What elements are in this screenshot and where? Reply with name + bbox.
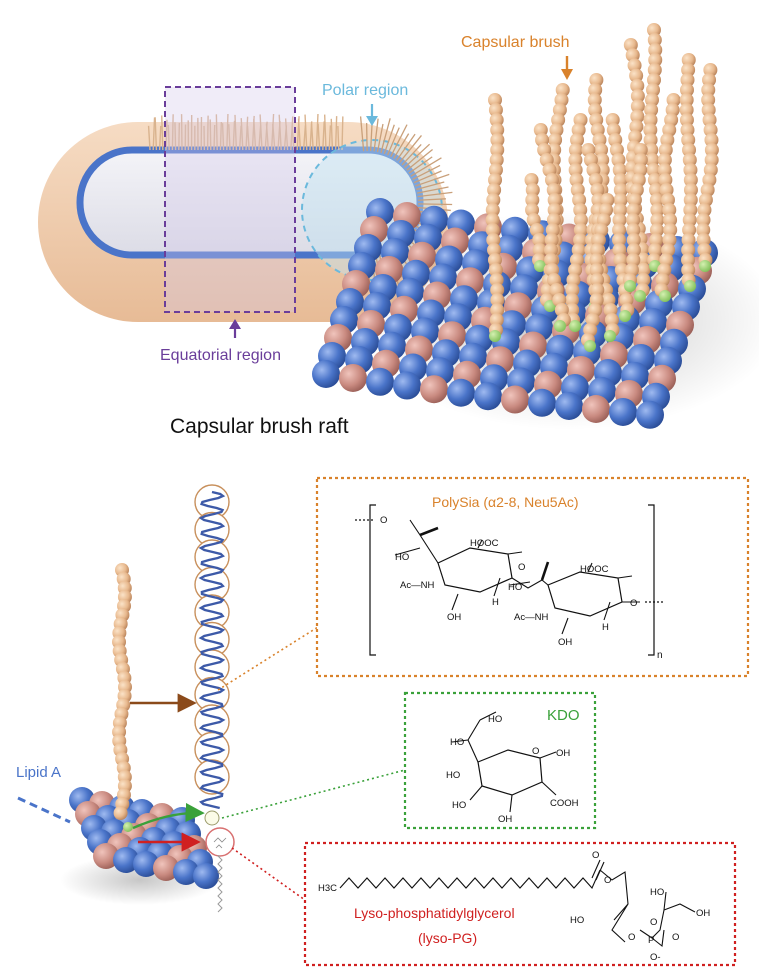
atom-h-2: H bbox=[602, 622, 609, 633]
connector-lysopg bbox=[231, 847, 306, 901]
atom-acnh-1: Ac—NH bbox=[400, 580, 434, 591]
svg-text:O: O bbox=[380, 515, 387, 526]
polysia-title: PolySia (α2-8, Neu5Ac) bbox=[432, 494, 579, 510]
lipid-tail bbox=[216, 855, 223, 913]
kdo-atom-cooh: COOH bbox=[550, 798, 579, 809]
pg-atom-ho-1: HO bbox=[570, 915, 584, 926]
pg-atom-ho-2: HO bbox=[650, 887, 664, 898]
pg-atom-o-3: O bbox=[650, 917, 657, 928]
brush-arrowhead bbox=[561, 69, 573, 80]
pg-atom-p: P bbox=[648, 935, 654, 946]
lyso-pg-glyph bbox=[213, 837, 227, 849]
polar-arrowhead bbox=[366, 116, 378, 126]
arrow-to-kdo bbox=[132, 802, 205, 830]
polysia-n-subscript: n bbox=[657, 650, 663, 661]
bacterium-diagram bbox=[38, 86, 453, 338]
atom-acnh-2: Ac—NH bbox=[514, 612, 548, 623]
equatorial-arrowhead bbox=[229, 319, 241, 329]
lysopg-title-line2: (lyso-PG) bbox=[418, 930, 478, 946]
pg-atom-o-2: O bbox=[672, 932, 679, 943]
kdo-title: KDO bbox=[547, 707, 580, 724]
kdo-atom-oh-2: OH bbox=[556, 748, 570, 759]
atom-o-1: O bbox=[518, 562, 525, 573]
raft-polysia-chains bbox=[485, 23, 719, 352]
kdo-bead bbox=[204, 810, 220, 826]
lysopg-title-line1: Lyso-phosphatidylglycerol bbox=[354, 905, 515, 921]
capsular-brush-label: Capsular brush bbox=[461, 34, 570, 51]
kdo-atom-ho-1: HO bbox=[488, 714, 502, 725]
lyso-pg-bead bbox=[205, 827, 235, 857]
equatorial-region-box bbox=[164, 86, 296, 313]
expanded-polysia-chain bbox=[194, 484, 235, 913]
atom-hooc-1: HOOC bbox=[470, 538, 499, 549]
polysia-backbone bbox=[198, 490, 226, 810]
pg-atom-h3c: H3C bbox=[318, 883, 337, 894]
raft-caption: Capsular brush raft bbox=[170, 415, 349, 438]
connector-polysia bbox=[217, 626, 319, 691]
raft-diagram bbox=[312, 23, 759, 430]
polysia-box: O HOOC HO Ac—NH OH H O HOOC HO Ac—NH OH … bbox=[315, 476, 750, 678]
equatorial-region-label: Equatorial region bbox=[160, 347, 281, 364]
connector-kdo bbox=[221, 769, 406, 819]
pg-atom-o-minus: O- bbox=[650, 952, 661, 963]
kdo-atom-ho-2: HO bbox=[450, 737, 464, 748]
atom-hooc-2: HOOC bbox=[580, 564, 609, 575]
atom-ho-2: HO bbox=[508, 582, 522, 593]
kdo-atom-oh-1: OH bbox=[498, 814, 512, 825]
pg-atom-oh: OH bbox=[696, 908, 710, 919]
lysopg-box: H3C O O HO OH HO O O O P O- bbox=[303, 841, 737, 967]
atom-h-1: H bbox=[492, 597, 499, 608]
pg-atom-o-ester: O bbox=[604, 875, 611, 886]
left-polysia-chain bbox=[112, 563, 133, 832]
brush-hairs-top bbox=[147, 113, 344, 151]
lipid-a-pointer bbox=[17, 796, 71, 824]
pg-atom-o-carbonyl: O bbox=[592, 850, 599, 861]
kdo-atom-ho-4: HO bbox=[452, 800, 466, 811]
atom-o-2: O bbox=[630, 598, 637, 609]
kdo-atom-o: O bbox=[532, 746, 539, 757]
pg-atom-o-1: O bbox=[628, 932, 635, 943]
kdo-box: HO HO HO HO OH OH COOH O bbox=[403, 691, 597, 830]
atom-oh-1: OH bbox=[447, 612, 461, 623]
lipid-a-label: Lipid A bbox=[16, 764, 62, 781]
kdo-atom-ho-3: HO bbox=[446, 770, 460, 781]
polar-region-label: Polar region bbox=[322, 82, 409, 99]
atom-ho-1: HO bbox=[395, 552, 409, 563]
atom-oh-2: OH bbox=[558, 637, 572, 648]
